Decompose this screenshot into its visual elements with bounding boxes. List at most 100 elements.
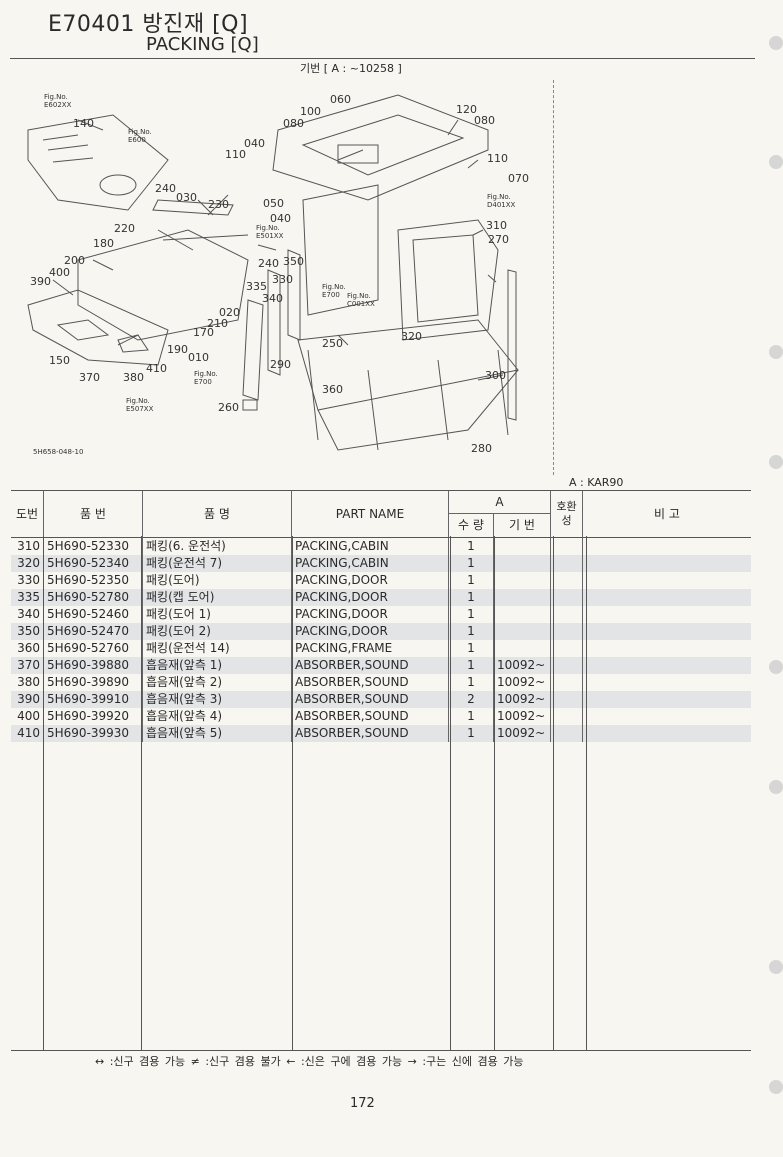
row-name-en: ABSORBER,SOUND [291,674,449,691]
callout-label: 230 [208,198,229,211]
row-serial [493,572,551,589]
row-part-no: 5H690-39890 [43,674,143,691]
row-serial: 10092~ [493,725,551,742]
row-exchangeability [550,537,583,555]
header-exchangeability: 호환성 [550,491,583,538]
row-serial [493,589,551,606]
callout-label: 100 [300,105,321,118]
callout-label: 110 [487,152,508,165]
callout-label: 335 [246,280,267,293]
header-no: 도번 [11,491,44,538]
callout-label: 270 [488,233,509,246]
row-name-kr: 패킹(도어 2) [142,623,292,640]
row-exchangeability [550,589,583,606]
column-rule [494,536,495,1051]
row-part-no: 5H690-52340 [43,555,143,572]
callout-label: 180 [93,237,114,250]
column-rule [292,536,293,1051]
row-name-en: PACKING,CABIN [291,537,449,555]
row-name-kr: 패킹(6. 운전석) [142,537,292,555]
row-exchangeability [550,725,583,742]
row-qty: 1 [448,623,494,640]
row-qty: 1 [448,606,494,623]
header-group-a: A [448,491,551,515]
row-ref-no: 330 [17,573,40,587]
callout-label: 290 [270,358,291,371]
row-name-en: PACKING,DOOR [291,606,449,623]
row-ref-no: 320 [11,555,44,572]
fig-ref: Fig.No.E501XX [256,224,284,240]
callout-label: 120 [456,103,477,116]
row-exchangeability [550,606,583,623]
row-exchangeability [550,572,583,589]
callout-label: 170 [193,326,214,339]
row-serial [493,623,551,640]
fig-ref: Fig.No.E700 [194,370,218,386]
binder-hole [769,455,783,469]
row-ref-no: 350 [11,623,44,640]
row-name-kr: 흡음재(앞측 3) [142,691,292,708]
row-remark [582,725,751,742]
row-name-en: ABSORBER,SOUND [291,691,449,708]
row-remark [582,674,751,691]
callout-label: 200 [64,254,85,267]
fig-ref: Fig.No.E700 [322,283,346,299]
row-name-kr: 패킹(도어 1) [142,606,292,623]
callout-label: 260 [218,401,239,414]
row-exchangeability [550,708,583,725]
row-ref-no: 390 [11,691,44,708]
row-name-en: PACKING,CABIN [291,555,449,572]
row-name-en: ABSORBER,SOUND [291,657,449,674]
row-remark [582,657,751,674]
row-serial: 10092~ [493,657,551,674]
row-part-no: 5H690-52350 [43,572,143,589]
callout-label: 240 [155,182,176,195]
column-rule [586,536,587,1051]
page-title: E70401 방진재 [Q] [48,12,249,37]
exploded-view-drawing [27,94,519,451]
callout-label: 380 [123,371,144,384]
row-part-no: 5H690-39880 [43,657,143,674]
callout-label: 220 [114,222,135,235]
row-name-kr: 패킹(운전석 7) [142,555,292,572]
row-part-no: 5H690-52460 [43,606,143,623]
row-name-kr: 흡음재(앞측 1) [142,657,292,674]
fig-ref: Fig.No.E507XX [126,397,154,413]
row-remark [582,691,751,708]
row-serial: 10092~ [493,708,551,725]
row-name-kr: 패킹(도어) [142,572,292,589]
row-qty: 1 [448,537,494,555]
column-rule [141,536,142,1051]
callout-label: 370 [79,371,100,384]
row-name-kr: 흡음재(앞측 4) [142,708,292,725]
row-name-en: ABSORBER,SOUND [291,725,449,742]
row-ref-no: 340 [17,607,40,621]
row-serial: 10092~ [493,691,551,708]
row-qty: 1 [448,555,494,572]
row-ref-no: 400 [17,709,40,723]
row-name-kr: 패킹(캡 도어) [142,589,292,606]
fig-ref: Fig.No.D401XX [487,193,516,209]
binder-hole [769,780,783,794]
row-qty: 2 [448,691,494,708]
header-part-no: 품 번 [43,491,143,538]
row-qty: 1 [448,572,494,589]
row-ref-no: 410 [11,725,44,742]
binder-hole [769,960,783,974]
header-name-kr: 품 명 [142,491,292,538]
callout-label: 360 [322,383,343,396]
title-divider [10,58,755,59]
row-part-no: 5H690-39910 [43,691,143,708]
callout-label: 140 [73,117,94,130]
row-exchangeability [550,691,583,708]
callout-label: 150 [49,354,70,367]
row-qty: 1 [448,640,494,657]
row-part-no: 5H690-52330 [43,537,143,555]
drawing-id: 5H658-048-10 [33,448,84,456]
